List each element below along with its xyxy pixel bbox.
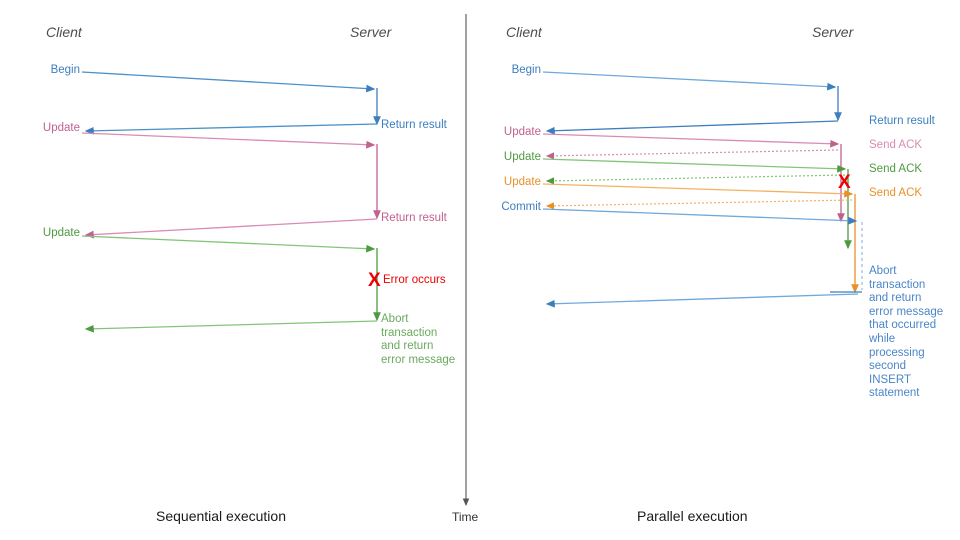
right-abort-note: Abort transaction and return error messa… xyxy=(869,265,944,400)
right-arrow-return-result xyxy=(545,120,839,135)
left-error-x-icon: X xyxy=(368,270,381,291)
left-panel-arrows xyxy=(81,71,381,333)
left-client-label-update-2: Update xyxy=(42,227,80,239)
left-arrow-update-2 xyxy=(81,235,381,322)
right-server-label-return-result: Return result xyxy=(869,115,935,127)
right-client-label-update-pink: Update xyxy=(503,126,541,138)
left-server-label-return-result-2: Return result xyxy=(381,212,447,224)
left-server-header: Server xyxy=(350,24,392,40)
right-client-label-update-orange: Update xyxy=(503,176,541,188)
right-arrow-commit xyxy=(542,208,863,290)
right-server-label-ack-pink: Send ACK xyxy=(869,139,923,151)
left-arrow-return-result-1 xyxy=(84,123,378,135)
left-client-header: Client xyxy=(46,24,82,40)
right-arrow-abort xyxy=(545,291,862,308)
right-client-label-update-green: Update xyxy=(503,151,541,163)
left-arrow-return-result-2 xyxy=(84,218,378,239)
right-arrow-update-green xyxy=(542,158,852,250)
right-client-header: Client xyxy=(506,24,542,40)
right-panel-arrows xyxy=(542,71,863,308)
right-arrow-update-orange xyxy=(542,183,859,294)
left-error-label: Error occurs xyxy=(383,274,446,286)
right-client-label-commit: Commit xyxy=(501,201,541,213)
right-error-x-icon: X xyxy=(838,172,851,193)
right-server-label-ack-green: Send ACK xyxy=(869,163,923,175)
right-arrow-update-pink xyxy=(542,133,845,223)
left-arrow-update-1 xyxy=(81,132,381,220)
right-server-header: Server xyxy=(812,24,854,40)
right-arrow-begin xyxy=(542,71,842,122)
left-client-label-update-1: Update xyxy=(42,122,80,134)
left-arrow-abort xyxy=(84,320,378,333)
left-server-label-return-result-1: Return result xyxy=(381,119,447,131)
left-arrow-begin xyxy=(81,71,381,126)
left-panel-caption: Sequential execution xyxy=(156,508,286,524)
right-panel-caption: Parallel execution xyxy=(637,508,748,524)
right-server-label-ack-orange: Send ACK xyxy=(869,187,923,199)
time-axis-label: Time xyxy=(452,510,479,524)
left-abort-note: Abort transaction and return error messa… xyxy=(381,313,456,366)
right-client-label-begin: Begin xyxy=(511,64,541,76)
left-client-label-begin: Begin xyxy=(50,64,80,76)
